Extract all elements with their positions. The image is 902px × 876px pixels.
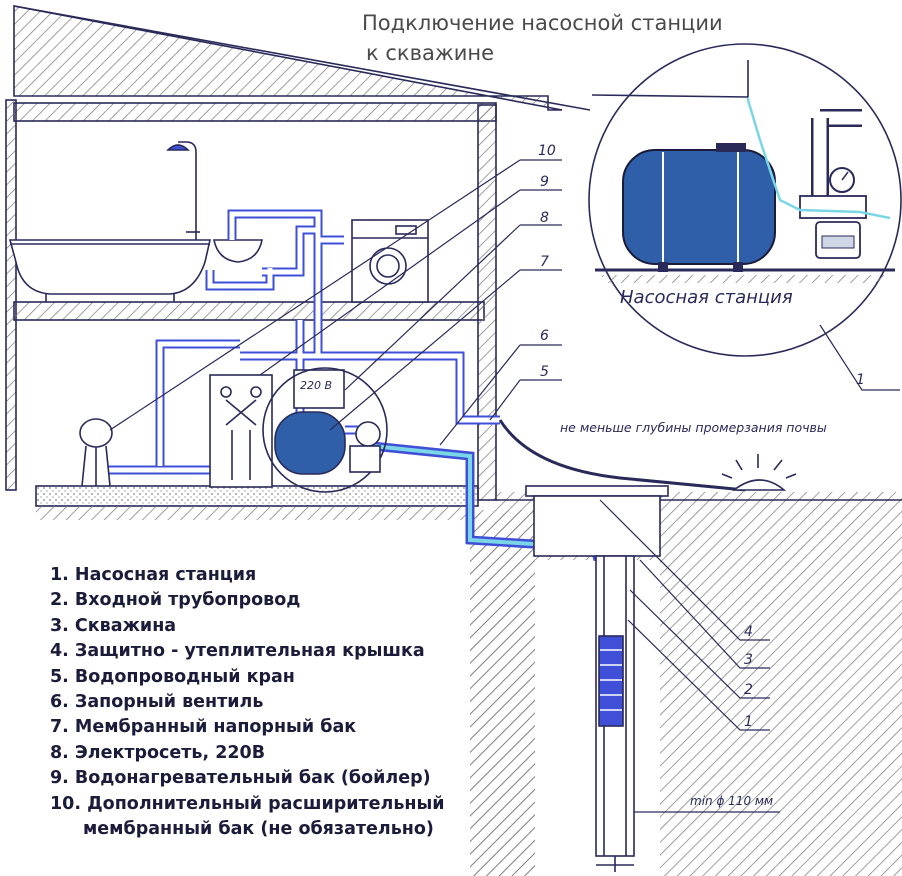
well-cover [525,485,669,497]
diagram-title: Подключение насосной станции к скважине [362,8,723,68]
legend-item-1: 1. Насосная станция [50,565,257,585]
submersible-pump-icon [598,635,624,727]
bathtub-icon [8,239,212,295]
ground [36,492,902,876]
garden-tap [498,419,797,492]
diameter-label: min ϕ 110 мм [690,794,773,808]
pressure-tank-icon [274,411,346,475]
pump-detail-circle [262,367,388,493]
callout-7: 7 [540,254,549,270]
callout-10: 10 [538,143,556,159]
basement-floor [35,485,479,507]
expansion-tank-icon [79,418,113,448]
callout-5: 5 [540,364,549,380]
callout-2: 2 [744,682,753,698]
right-wall [477,104,497,501]
legend-item-6: 6. Запорный вентиль [50,692,264,713]
legend-item-8: 8. Электросеть, 220В [50,742,266,763]
callout-8: 8 [540,210,549,226]
callout-inset-1: 1 [856,372,865,388]
callout-4: 4 [744,624,753,640]
shower-icon [178,141,197,240]
title-line-2: к скважине [366,41,495,65]
legend-item-7: 7. Мембранный напорный бак [50,717,357,738]
left-wall [5,99,17,491]
callout-1: 1 [744,714,753,730]
basement-equipment [79,367,388,493]
well [525,485,669,872]
legend-item-4: 4. Защитно - утеплительная крышка [50,641,425,662]
legend-item-2: 2. Входной трубопровод [50,590,301,611]
inset-tank [622,149,776,265]
inset-label: Насосная станция [620,287,793,308]
legend-item-10-continued: мембранный бак (не обязательно) [83,819,434,840]
legend-item-5: 5. Водопроводный кран [50,666,295,687]
floor-slab [13,301,485,321]
depth-note: не меньше глубины промерзания почвы [560,420,827,435]
upper-floor-fixtures [8,141,429,303]
sink-icon [213,239,263,263]
ceiling-slab [13,102,497,122]
callout-6: 6 [540,328,549,344]
callout-3: 3 [744,652,753,668]
voltage-label: 220 В [300,379,332,392]
legend-item-3: 3. Скважина [50,615,177,636]
callout-numbers: 10 9 8 7 6 5 1 4 3 2 1 [538,143,865,730]
inset-detail: Насосная станция [588,43,902,357]
title-line-1: Подключение насосной станции [362,11,723,35]
legend-item-9: 9. Водонагревательный бак (бойлер) [50,768,431,789]
callout-9: 9 [540,174,549,190]
legend: 1. Насосная станция 2. Входной трубопров… [50,563,445,842]
boiler-icon [209,374,273,488]
callout-lines [109,159,900,731]
legend-item-10: 10. Дополнительный расширительный [50,793,445,814]
electric-panel-icon [293,369,345,409]
